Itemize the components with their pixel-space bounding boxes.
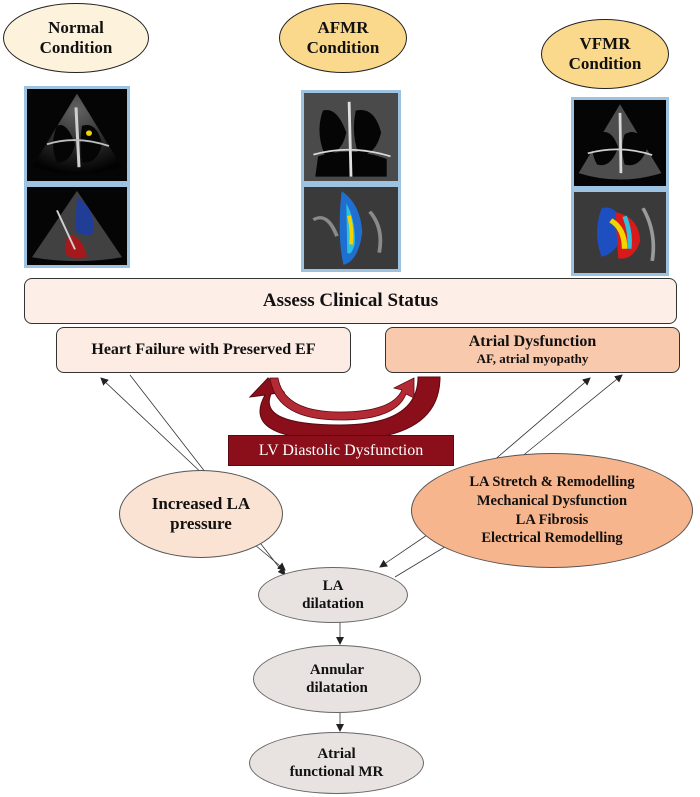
la-dilatation-line2: dilatation — [302, 596, 364, 612]
arrow-increased-to-la-dilatation — [254, 544, 286, 571]
arrow-remodel-to-la-dilatation — [379, 532, 431, 568]
atrial-functional-mr-ellipse: Atrial functional MR — [249, 732, 424, 794]
arrow-remodel-to-atrial — [491, 377, 591, 463]
normal-condition-ellipse: Normal Condition — [3, 3, 149, 73]
hfpef-box: Heart Failure with Preserved EF — [56, 327, 351, 373]
afmr-condition-ellipse: AFMR Condition — [279, 3, 407, 73]
normal-condition-line1: Normal — [48, 17, 104, 37]
vfmr-condition-line2: Condition — [568, 54, 642, 73]
la-remodelling-ellipse: LA Stretch & Remodelling Mechanical Dysf… — [411, 453, 693, 568]
remodelling-line1: LA Stretch & Remodelling — [469, 473, 635, 490]
assess-clinical-status-box: Assess Clinical Status — [24, 278, 677, 324]
atrial-dysfunction-box: Atrial Dysfunction AF, atrial myopathy — [385, 327, 680, 373]
assess-clinical-status-label: Assess Clinical Status — [262, 290, 439, 311]
lv-diastolic-dysfunction-text: LV Diastolic Dysfunction — [258, 441, 424, 459]
normal-condition-line2: Condition — [39, 38, 113, 57]
la-dilatation-line1: LA — [322, 578, 344, 594]
right-curved-arrow — [269, 377, 415, 421]
vfmr-condition-ellipse: VFMR Condition — [541, 19, 669, 89]
afmr-result-line1: Atrial — [317, 746, 356, 762]
increased-la-line1: Increased LA — [151, 493, 251, 513]
remodelling-line2: Mechanical Dysfunction — [476, 492, 628, 509]
vfmr-condition-line1: VFMR — [579, 33, 631, 53]
increased-la-pressure-ellipse: Increased LA pressure — [119, 470, 283, 558]
remodelling-line4: Electrical Remodelling — [481, 530, 623, 547]
annular-dilatation-ellipse: Annular dilatation — [253, 645, 421, 713]
la-dilatation-ellipse: LA dilatation — [258, 567, 408, 623]
normal-echo-doppler-image — [24, 184, 130, 268]
afmr-echo-doppler-image — [301, 184, 401, 272]
atrial-dysfunction-title: Atrial Dysfunction — [468, 333, 597, 350]
arrow-remodel-to-atrial-2 — [514, 374, 623, 463]
annular-dilatation-line2: dilatation — [306, 680, 368, 696]
arrow-increased-to-hfpef — [100, 377, 208, 479]
left-curved-arrow — [248, 376, 441, 441]
afmr-result-line2: functional MR — [289, 764, 384, 780]
line-la-dilatation-to-remodel — [394, 544, 449, 578]
lv-diastolic-dysfunction-label: LV Diastolic Dysfunction — [228, 435, 454, 466]
afmr-echo-grayscale-image — [301, 90, 401, 184]
vfmr-echo-doppler-image — [571, 189, 669, 276]
afmr-condition-line2: Condition — [306, 38, 380, 57]
normal-echo-grayscale-image — [24, 86, 130, 184]
increased-la-line2: pressure — [170, 514, 232, 533]
vfmr-echo-grayscale-image — [571, 97, 669, 189]
hfpef-label: Heart Failure with Preserved EF — [91, 341, 316, 358]
atrial-dysfunction-subtitle: AF, atrial myopathy — [476, 351, 589, 366]
annular-dilatation-line1: Annular — [309, 662, 365, 678]
afmr-condition-line1: AFMR — [317, 17, 369, 37]
remodelling-line3: LA Fibrosis — [515, 511, 589, 528]
